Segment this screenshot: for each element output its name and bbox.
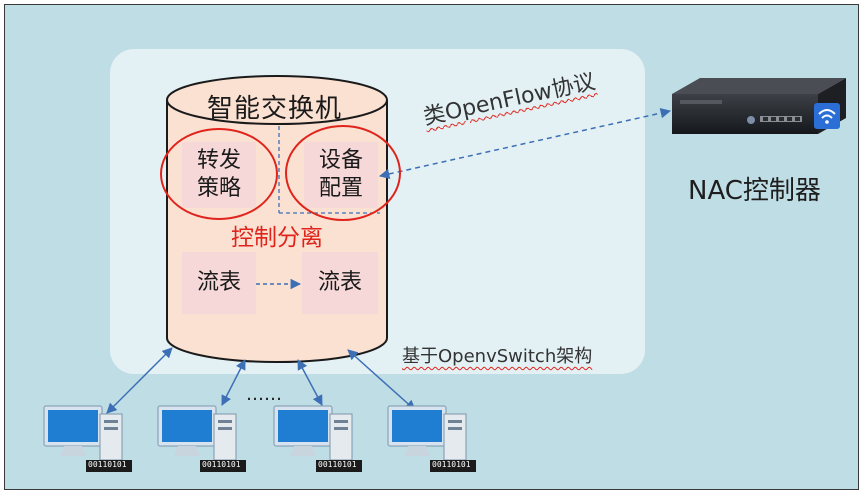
openvswitch-label: 基于OpenvSwitch架构 (402, 346, 593, 367)
computer-icon (387, 405, 476, 472)
pc-2-binary: 00110101 (202, 460, 241, 469)
pc-4-binary: 00110101 (432, 460, 471, 469)
openflow-arrow (378, 107, 672, 180)
pc-1: 00110101 (38, 404, 138, 476)
pc-1-binary: 00110101 (88, 460, 127, 469)
pc-connection-arrows (106, 347, 416, 414)
computer-icon (157, 405, 246, 472)
pc-3-binary: 00110101 (318, 460, 357, 469)
nac-controller-label: NAC控制器 (688, 176, 821, 206)
ellipsis: …… (246, 384, 282, 405)
computer-icon (273, 405, 362, 472)
forwarding-highlight-circle (160, 128, 278, 220)
flow-table-left: 流表 (182, 252, 256, 314)
flow-table-right: 流表 (302, 252, 378, 314)
computer-icon (43, 405, 132, 472)
config-highlight-circle (285, 125, 401, 221)
pc-2: 00110101 (152, 404, 252, 476)
control-separation-label: 控制分离 (231, 225, 323, 251)
switch-title: 智能交换机 (207, 94, 343, 124)
pc-4: 00110101 (382, 404, 482, 476)
pc-3: 00110101 (268, 404, 368, 476)
wifi-icon (814, 103, 840, 129)
